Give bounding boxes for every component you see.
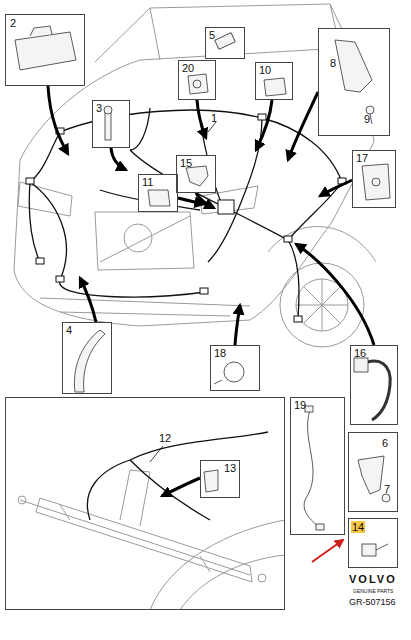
rack-harness (87, 432, 268, 520)
callout-number: 1 (211, 112, 217, 124)
callout-number: 7 (383, 483, 391, 495)
callout-number: 13 (223, 462, 237, 474)
callout-number: 16 (353, 347, 367, 359)
callout-number: 9 (363, 113, 371, 125)
inset-box: 4 (62, 322, 112, 394)
callout-number: 5 (208, 29, 216, 41)
callout-number: 15 (179, 157, 193, 169)
callout-number: 17 (355, 152, 369, 164)
inset-box: 13 (200, 460, 240, 498)
inset-box: 16 (350, 345, 398, 425)
brand-subtitle: GENUINE PARTS (353, 588, 393, 594)
inset-grounds (5, 14, 398, 610)
callout-number: 12 (158, 432, 172, 444)
inset-box: 18 (210, 345, 260, 391)
callout-number: 19 (293, 399, 307, 411)
rack-harness-branch (130, 460, 210, 520)
harness-connectors (26, 114, 346, 322)
callout-number: 10 (258, 64, 272, 76)
inset-box: 3 (92, 100, 130, 148)
callout-number: 6 (381, 437, 389, 449)
inset-box: 20 (178, 60, 216, 100)
callout-number: 2 (9, 17, 17, 29)
inset-box: 15 (176, 155, 216, 193)
inset-box: 17 (352, 150, 396, 208)
part-icons (15, 26, 390, 556)
callout-number: 14 (351, 521, 365, 533)
callout-number: 11 (141, 176, 154, 188)
inset-box: 89 (318, 28, 390, 136)
inset-box: 14 (348, 518, 398, 568)
inset-box: 5 (205, 27, 245, 59)
inset-box: 67 (348, 432, 398, 512)
callout-number: 3 (95, 102, 103, 114)
inset-box: 10 (255, 62, 293, 100)
inset-box: 2 (5, 14, 85, 86)
inset-box: 11 (138, 174, 178, 212)
steering-rack-view (18, 470, 285, 610)
inset-box: 19 (290, 397, 345, 535)
inset-box: 12 13 (5, 397, 285, 610)
callout-number: 4 (65, 324, 73, 336)
brand-logo: VOLVO (349, 573, 397, 585)
diagram-code: GR-507156 (349, 597, 396, 607)
leader-arrows (48, 86, 374, 496)
highlight-arrow (312, 540, 343, 562)
leader-line (150, 446, 163, 462)
callout-number: 8 (329, 57, 337, 69)
callout-number: 20 (181, 62, 195, 74)
callout-number: 18 (213, 347, 227, 359)
